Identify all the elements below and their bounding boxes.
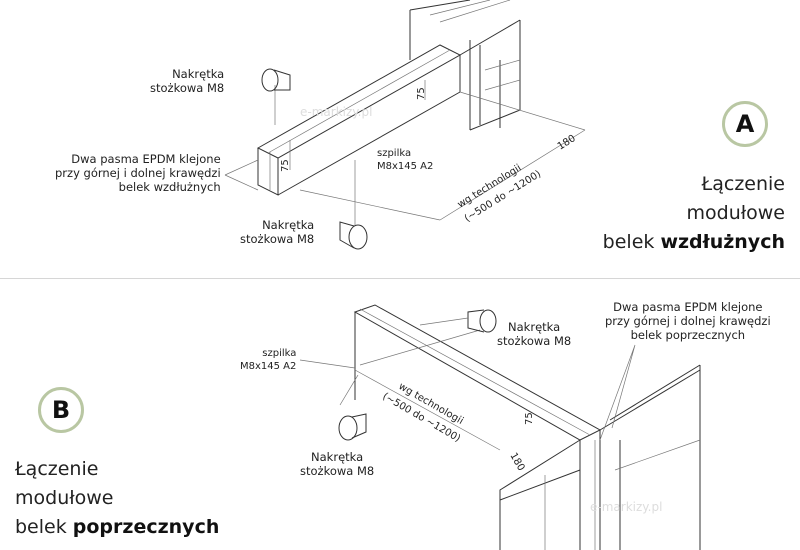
b-epdm-line2: przy górnej i dolnej krawędzi	[605, 314, 771, 328]
b-nut-bottom-line1: Nakrętka	[311, 450, 364, 464]
drawing-b-nuts	[338, 309, 497, 441]
a-title-plain: belek	[602, 231, 661, 253]
b-title-line3: belek poprzecznych	[15, 513, 219, 542]
b-stud-line2: M8x145 A2	[240, 360, 297, 372]
b-epdm-line1: Dwa pasma EPDM klejone	[613, 300, 763, 314]
a-stud-line1: szpilka	[377, 148, 412, 159]
b-nut-bottom-label: Nakrętka stożkowa M8	[300, 450, 374, 478]
a-title-line3: belek wzdłużnych	[603, 228, 785, 257]
b-stud-label: szpilka M8x145 A2	[240, 348, 296, 373]
dim-180-a: 180	[556, 133, 578, 152]
b-nut-top-line2: stożkowa M8	[497, 334, 572, 348]
watermark-b: e-markizy.pl	[590, 500, 663, 514]
a-title-line2: modułowe	[686, 202, 786, 224]
b-title-line2: modułowe	[15, 487, 114, 509]
a-nut-bottom-line2: stożkowa M8	[240, 232, 315, 246]
a-epdm-line2: przy górnej i dolnej krawędzi	[55, 166, 221, 180]
section-divider	[0, 278, 800, 279]
b-epdm-line3: belek poprzecznych	[630, 328, 746, 342]
drawing-a-nuts	[261, 68, 368, 250]
drawing-b-beam	[353, 304, 701, 550]
b-title-line1: Łączenie	[15, 458, 99, 480]
b-epdm-label: Dwa pasma EPDM klejone przy górnej i dol…	[605, 300, 771, 342]
b-nut-bottom-line2: stożkowa M8	[300, 464, 375, 478]
a-epdm-line3: belek wzdłużnych	[118, 180, 221, 194]
b-title-plain: belek	[15, 516, 73, 538]
dim-75-a: 75	[280, 159, 291, 172]
b-stud-line1: szpilka	[262, 348, 297, 359]
drawing-a-beam	[256, 0, 586, 225]
badge-a: A	[722, 101, 768, 147]
section-a-title: Łączenie modułowe belek wzdłużnych	[603, 170, 785, 257]
b-nut-top-label: Nakrętka stożkowa M8	[497, 320, 571, 348]
b-nut-top-line1: Nakrętka	[508, 320, 561, 334]
a-nut-top-line1: Nakrętka	[172, 67, 225, 81]
dim-75-b: 75	[416, 87, 427, 100]
badge-b: B	[38, 387, 84, 433]
watermark-a: e-markizy.pl	[300, 105, 373, 119]
a-stud-line2: M8x145 A2	[377, 160, 434, 172]
a-nut-bottom-label: Nakrętka stożkowa M8	[240, 218, 314, 246]
a-title-line1: Łączenie	[701, 173, 785, 195]
a-nut-top-label: Nakrętka stożkowa M8	[150, 67, 224, 95]
a-nut-bottom-line1: Nakrętka	[262, 218, 315, 232]
a-nut-top-line2: stożkowa M8	[150, 81, 225, 95]
b-title-bold: poprzecznych	[72, 516, 220, 538]
a-stud-label: szpilka M8x145 A2	[377, 148, 433, 173]
section-b-title: Łączenie modułowe belek poprzecznych	[15, 455, 219, 542]
a-epdm-line1: Dwa pasma EPDM klejone	[71, 152, 221, 166]
dim-180-b: 180	[507, 451, 526, 473]
dim-75-b: 75	[524, 412, 535, 425]
a-title-bold: wzdłużnych	[660, 231, 785, 253]
a-epdm-label: Dwa pasma EPDM klejone przy górnej i dol…	[55, 152, 221, 194]
